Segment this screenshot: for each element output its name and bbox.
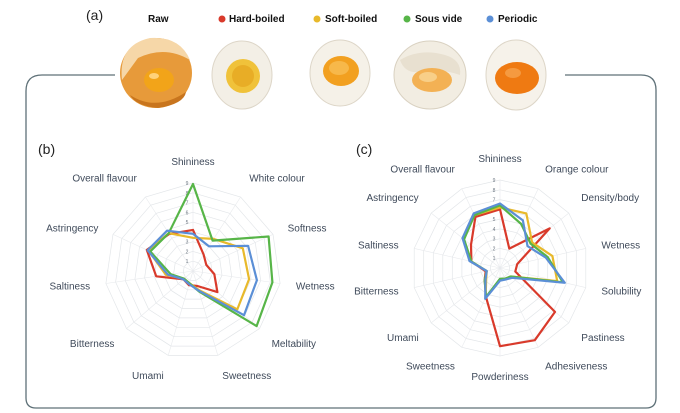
axis-label-white-colour: White colour [249,174,305,185]
spoke-wetness [499,248,586,269]
egg-photos [120,37,547,111]
grid-ring-9 [105,182,281,356]
tick-label: 1 [186,259,189,265]
grid-ring-1 [182,260,204,281]
soft-boiled-egg-photo [309,39,371,107]
axis-label-softness: Softness [288,223,327,234]
series-hard-boiled [469,208,557,348]
legend-sous-vide-marker [403,15,411,23]
panel-frame [25,74,657,409]
axis-label-saltiness: Saltiness [358,240,399,251]
tick-label: 2 [186,249,189,255]
spoke-orange-colour [499,188,539,269]
axis-label-pastiness: Pastiness [581,333,624,344]
legend: Raw Hard-boiled Soft-boiled Sous vide Pe… [148,14,538,25]
raw-egg-photo [120,37,192,108]
legend-raw-label: Raw [148,14,169,25]
axis-label-solubility: Solubility [601,287,641,298]
legend-sous-vide-label: Sous vide [415,14,463,25]
spoke-saltiness [105,270,194,284]
tick-label: 3 [186,240,189,246]
axis-label-overall-flavour: Overall flavour [72,174,137,185]
periodic-egg-photo [485,39,547,111]
grid-ring-4 [153,231,233,309]
axis-label-umami: Umami [387,333,419,344]
grid-ring-8 [115,192,271,347]
axis-label-overall-flavour: Overall flavour [390,164,455,175]
legend-hard-boiled-label: Hard-boiled [229,14,285,25]
axis-label-astringency: Astringency [46,223,98,234]
legend-periodic-marker [486,15,494,23]
panel-a-label: (a) [86,7,103,23]
series-sous-vide [149,182,274,328]
tick-label: 9 [493,178,496,184]
grid-ring-2 [173,251,213,291]
hard-boiled-egg-photo [211,40,273,110]
axis-label-wetness: Wetness [296,281,335,292]
tick-label: 7 [493,198,496,204]
axis-label-shininess: Shininess [171,157,214,168]
series-sous-vide [463,204,565,299]
tick-label: 8 [493,188,496,194]
spoke-overall-flavour [461,188,501,269]
legend-soft-boiled-label: Soft-boiled [325,14,377,25]
axis-label-meltability: Meltability [272,339,316,350]
legend-periodic-label: Periodic [498,14,538,25]
spoke-astringency [112,234,194,272]
tick-label: 3 [493,237,496,243]
panel-c-label: (c) [356,141,372,157]
axis-label-saltiness: Saltiness [50,281,91,292]
spoke-sweetness [461,267,501,348]
tick-label: 5 [493,217,496,223]
spoke-adhesiveness [499,267,539,348]
axis-label-shininess: Shininess [478,154,521,165]
spoke-density-body [499,212,569,269]
sous-vide-egg-photo [393,40,467,110]
spoke-wetness [192,270,281,284]
tick-label: 9 [186,181,189,187]
spoke-umami [431,267,501,324]
axis-label-orange-colour: Orange colour [545,164,609,175]
tick-label: 4 [493,227,496,233]
series-periodic [146,229,258,317]
tick-label: 1 [493,256,496,262]
axis-label-sweetness: Sweetness [406,362,455,373]
tick-label: 7 [186,201,189,207]
spoke-bitterness [126,270,194,329]
tick-label: 2 [493,246,496,252]
legend-hard-boiled-marker [218,15,226,23]
axis-label-umami: Umami [132,371,164,382]
axis-label-astringency: Astringency [366,193,418,204]
panel-b-label: (b) [38,141,55,157]
axis-label-sweetness: Sweetness [222,371,271,382]
axis-label-bitterness: Bitterness [354,287,398,298]
legend-soft-boiled-marker [313,15,321,23]
spoke-meltability [192,270,260,329]
axis-label-adhesiveness: Adhesiveness [545,362,607,373]
tick-label: 6 [186,210,189,216]
axis-label-wetness: Wetness [601,240,640,251]
tick-label: 5 [186,220,189,226]
grid-ring-3 [163,241,223,300]
spoke-saltiness [414,248,501,269]
spoke-white-colour [192,196,241,272]
axis-label-density-body: Density/body [581,193,639,204]
series-periodic [461,202,566,300]
axis-label-powderiness: Powderiness [471,372,528,383]
grid-ring-6 [134,211,252,328]
axis-label-bitterness: Bitterness [70,339,114,350]
